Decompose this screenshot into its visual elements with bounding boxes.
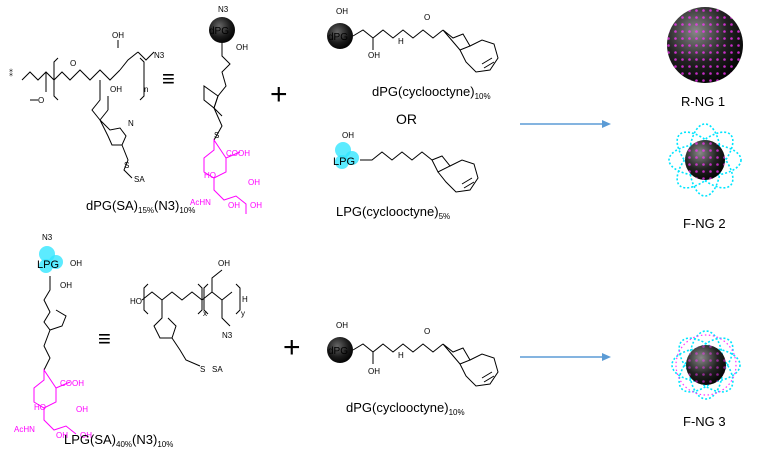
dpg-sa-label: dPG(SA)15%(N3)10%	[86, 198, 195, 215]
dpg-core-ball	[209, 17, 235, 43]
lpg-cyan-blob-2	[39, 246, 63, 273]
lpg-cyan-blob	[335, 142, 359, 169]
product-1-label: R-NG 1	[681, 94, 725, 109]
oh-atom-m-4: OH	[80, 431, 92, 440]
oh-atom-m-3: OH	[56, 431, 68, 440]
sa-atom: SA	[134, 175, 145, 184]
achn-atom-2: AcHN	[14, 425, 35, 434]
oh-atom-cyc: OH	[336, 7, 348, 16]
dpg-ball-top-label: dPG	[328, 32, 348, 43]
achn-atom: AcHN	[190, 198, 211, 207]
dpg-cyclooctyne-top: dPG OH OH H O	[327, 7, 499, 73]
oh-atom-sa-3: OH	[228, 201, 240, 210]
cooh-atom-2: COOH	[60, 379, 84, 388]
oh-atom-sa: OH	[236, 43, 248, 52]
lpg-sa-structure: LPG N3 OH OH COOH HO AcHN OH OH OH	[14, 233, 92, 440]
lpg-repeat-unit: HO x y H S SA OH N3	[130, 259, 248, 374]
equivalence-sign-1: ≡	[162, 66, 175, 91]
s-atom-2: S	[200, 365, 205, 374]
backbone-o-atom-2: O	[70, 59, 76, 68]
dpg-cyclooctyne-label-2: dPG(cyclooctyne)10%	[346, 400, 465, 417]
dpg-sa-structure: ⁑ O O OH N3 n OH N S SA	[9, 31, 165, 184]
reaction-arrow-1	[520, 120, 611, 128]
n3-atom-lpg: N3	[42, 233, 53, 242]
h-end-atom: H	[242, 295, 248, 304]
oh-atom-lpg: OH	[342, 131, 354, 140]
reaction-arrow-2	[520, 353, 611, 361]
lpg-cyclooctyne: LPG OH	[333, 131, 479, 193]
dpg-ball-top	[327, 23, 353, 49]
s-atom-sa: S	[214, 131, 219, 140]
ho-atom-2: HO	[34, 403, 46, 412]
oh-atom-m-2: OH	[76, 405, 88, 414]
product-3-label: F-NG 3	[683, 414, 726, 429]
dpg-cyclooctyne-label: dPG(cyclooctyne)10%	[372, 84, 491, 101]
dpg-cyclooctyne-bottom: dPG OH OH H O	[327, 321, 499, 387]
dpg-core-label: dPG	[209, 26, 229, 37]
y-subscript: y	[241, 309, 245, 318]
n3-atom: N3	[154, 51, 165, 60]
lpg-core-label-2: LPG	[37, 259, 59, 271]
triazole-n-atom: N	[128, 119, 134, 128]
n3-atom-lpg-2: N3	[222, 331, 233, 340]
oh-atom-cyc-b: OH	[336, 321, 348, 330]
nh-atom: H	[398, 37, 404, 46]
ho-atom-sa: HO	[204, 171, 216, 180]
f-ng-3-particle	[671, 330, 741, 400]
product-2-label: F-NG 2	[683, 216, 726, 231]
equivalence-sign-2: ≡	[98, 326, 111, 351]
lpg-sa-label: LPG(SA)40%(N3)10%	[64, 432, 173, 449]
oh-atom-lpg-4: OH	[218, 259, 230, 268]
dpg-ball-bottom-label: dPG	[328, 346, 348, 357]
oh-atom-sa-4: OH	[250, 201, 262, 210]
plus-sign-2: +	[283, 331, 301, 364]
oh-atom-cyc-b2: OH	[368, 367, 380, 376]
o-atom-cyc-b: O	[424, 327, 430, 336]
o-atom-cyc: O	[424, 13, 430, 22]
or-text: OR	[396, 111, 417, 127]
dpg-ball-bottom	[327, 337, 353, 363]
n3-atom-sa: N3	[218, 5, 229, 14]
sa-atom-2: SA	[212, 365, 223, 374]
f-ng-2-particle	[668, 123, 742, 197]
oh-atom-2: OH	[110, 85, 122, 94]
oh-atom-cyc-2: OH	[368, 51, 380, 60]
oh-atom-sa-2: OH	[248, 178, 260, 187]
lpg-core-label: LPG	[333, 156, 355, 168]
lpg-cyclooctyne-label: LPG(cyclooctyne)5%	[336, 204, 450, 221]
oh-atom: OH	[112, 31, 124, 40]
backbone-start-atom: ⁑	[9, 68, 13, 78]
oh-atom-lpg-2: OH	[70, 259, 82, 268]
oh-atom-lpg-3: OH	[60, 281, 72, 290]
r-ng-1-particle	[667, 7, 743, 83]
plus-sign-1: +	[270, 78, 288, 111]
ho-end-atom: HO	[130, 297, 142, 306]
repeat-n: n	[144, 85, 148, 94]
s-atom: S	[124, 161, 129, 170]
cooh-atom: COOH	[226, 149, 250, 158]
sialic-acid-group-top: dPG N3 OH S COOH HO AcHN OH OH OH	[190, 5, 262, 214]
x-subscript: x	[203, 309, 207, 318]
backbone-o-atom: O	[38, 96, 44, 105]
nh-atom-b: H	[398, 351, 404, 360]
